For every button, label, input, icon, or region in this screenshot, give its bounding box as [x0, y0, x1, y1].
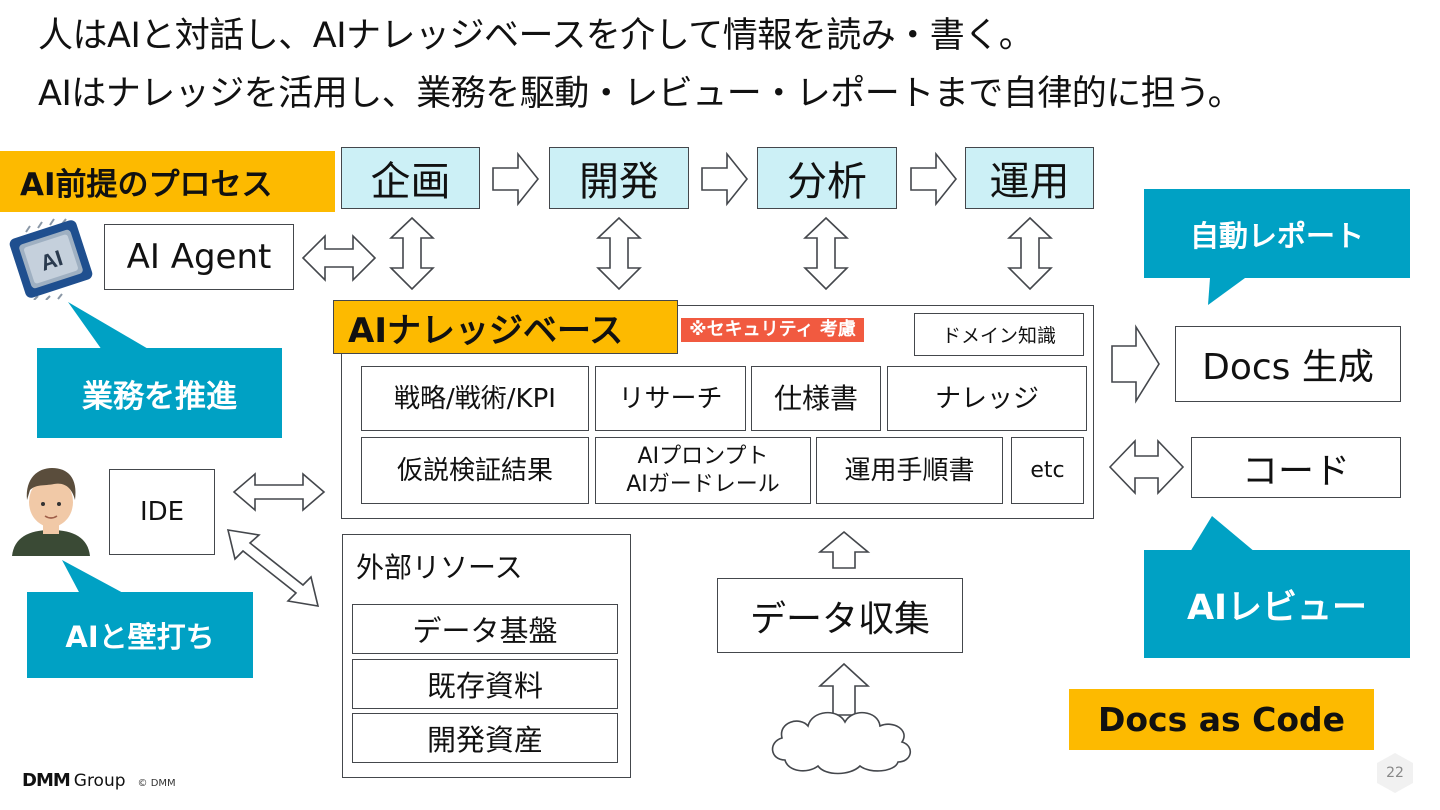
- diagonal-arrow-icon: [226, 529, 320, 607]
- domain-knowledge-box: ドメイン知識: [914, 313, 1084, 356]
- right-arrow-icon: [1111, 324, 1160, 404]
- callout-wall: AIと壁打ち: [27, 592, 253, 678]
- security-note: ※セキュリティ 考慮: [681, 318, 864, 342]
- callout-tail: [1190, 516, 1255, 552]
- callout-tail: [1208, 278, 1245, 305]
- phase-analysis: 分析: [757, 147, 897, 209]
- logo-dmm: DMM: [22, 770, 71, 791]
- callout-review: AIレビュー: [1144, 550, 1410, 658]
- updown-arrow-icon: [389, 216, 435, 291]
- page-number: 22: [1386, 765, 1404, 781]
- updown-arrow-icon: [596, 216, 642, 291]
- callout-tail: [68, 302, 150, 350]
- cloud-icon: [771, 711, 911, 775]
- external-dev-assets: 開発資産: [352, 713, 618, 763]
- kb-spec: 仕様書: [751, 366, 881, 431]
- external-existing-docs: 既存資料: [352, 659, 618, 709]
- leftright-arrow-icon: [232, 472, 326, 512]
- kb-hypothesis: 仮説検証結果: [361, 437, 589, 504]
- heading-line-1: 人はAIと対話し、AIナレッジベースを介して情報を読み・書く。: [38, 16, 1034, 56]
- copyright: © DMM: [137, 778, 176, 789]
- phase-development: 開発: [549, 147, 689, 209]
- ai-agent-box: AI Agent: [104, 224, 294, 290]
- callout-tail: [62, 560, 125, 594]
- right-arrow-icon: [492, 151, 540, 207]
- kb-strategy: 戦略/戦術/KPI: [361, 366, 589, 431]
- up-arrow-icon: [817, 662, 871, 716]
- kb-guardrail: AIガードレール: [626, 471, 780, 497]
- external-resources-title: 外部リソース: [356, 551, 523, 584]
- ai-chip-icon: AI: [8, 218, 94, 301]
- page-number-badge: 22: [1374, 752, 1416, 794]
- right-arrow-icon: [701, 151, 749, 207]
- heading-line-2: AIはナレッジを活用し、業務を駆動・レビュー・レポートまで自律的に担う。: [38, 74, 1243, 114]
- up-arrow-icon: [817, 530, 871, 569]
- docs-generation-box: Docs 生成: [1175, 326, 1401, 402]
- callout-report: 自動レポート: [1144, 189, 1410, 278]
- external-data-platform: データ基盤: [352, 604, 618, 654]
- phase-planning: 企画: [341, 147, 480, 209]
- docs-as-code-label: Docs as Code: [1069, 689, 1374, 750]
- leftright-arrow-icon: [1108, 439, 1185, 495]
- person-avatar: [10, 466, 92, 556]
- phase-operation: 運用: [965, 147, 1094, 209]
- kb-research: リサーチ: [595, 366, 746, 431]
- kb-etc: etc: [1011, 437, 1084, 504]
- data-collection-box: データ収集: [717, 578, 963, 653]
- callout-business: 業務を推進: [37, 348, 282, 438]
- dmm-group-logo: DMM Group © DMM: [22, 770, 176, 794]
- kb-runbook: 運用手順書: [816, 437, 1003, 504]
- kb-knowledge: ナレッジ: [887, 366, 1087, 431]
- kb-prompt-guardrail: AIプロンプト AIガードレール: [595, 437, 811, 504]
- process-label: AI前提のプロセス: [0, 151, 335, 212]
- knowledge-base-title: AIナレッジベース: [333, 300, 678, 354]
- updown-arrow-icon: [803, 216, 849, 291]
- right-arrow-icon: [910, 151, 958, 207]
- logo-group: Group: [73, 771, 126, 791]
- updown-arrow-icon: [1007, 216, 1053, 291]
- kb-prompt: AIプロンプト: [637, 443, 769, 469]
- ide-box: IDE: [109, 469, 215, 555]
- leftright-arrow-icon: [301, 234, 377, 282]
- code-box: コード: [1191, 437, 1401, 498]
